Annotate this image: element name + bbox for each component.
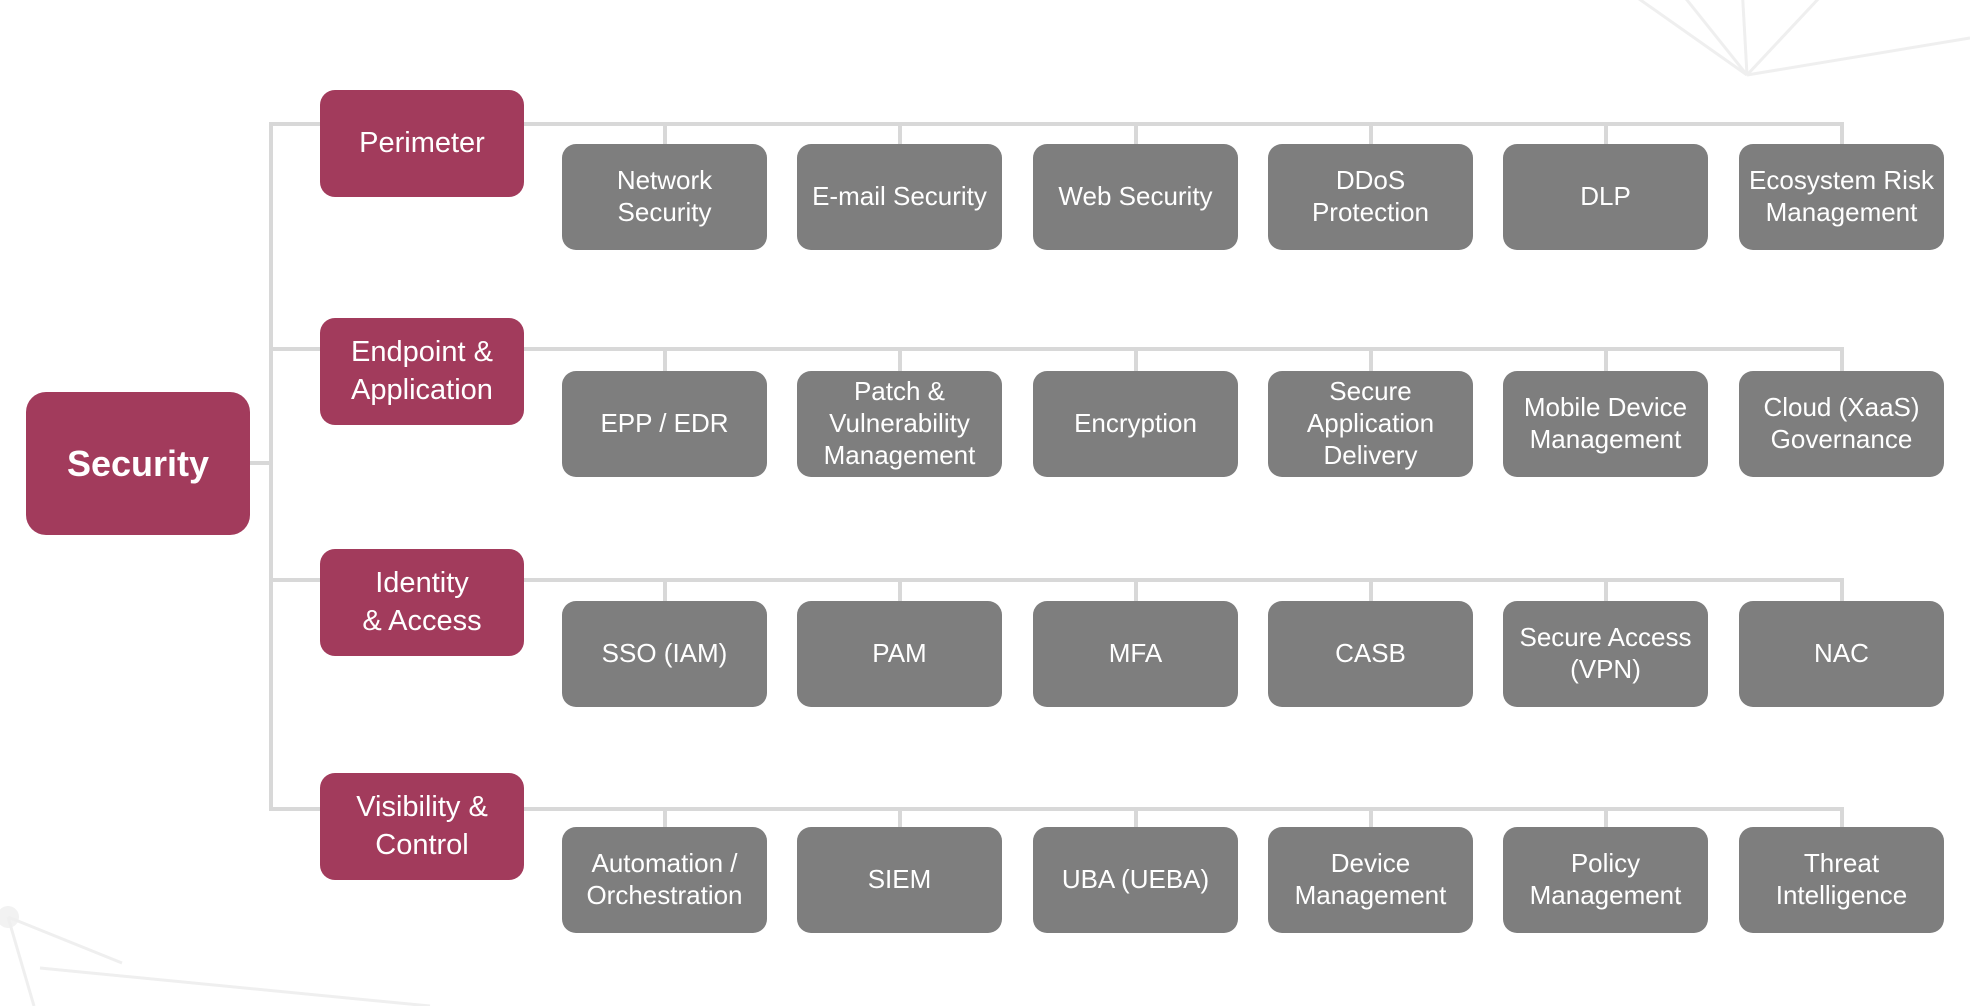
child-stub-connector [898, 122, 902, 144]
row-connector [269, 578, 1844, 582]
child-node: EPP / EDR [562, 371, 767, 477]
child-node: UBA (UEBA) [1033, 827, 1238, 933]
child-node: DDoS Protection [1268, 144, 1473, 250]
ornament-top-right-rays [1637, 0, 1970, 77]
child-node: Policy Management [1503, 827, 1708, 933]
child-stub-connector [1840, 807, 1844, 827]
child-node-label: Cloud (XaaS) Governance [1763, 392, 1920, 454]
child-node-label: NAC [1814, 638, 1869, 669]
child-node: Secure Application Delivery [1268, 371, 1473, 477]
child-node-label: UBA (UEBA) [1061, 864, 1210, 895]
child-stub-connector [1604, 807, 1608, 827]
child-stub-connector [1369, 578, 1373, 601]
child-node: Cloud (XaaS) Governance [1739, 371, 1944, 477]
category-node: Visibility & Control [320, 773, 524, 880]
child-stub-connector [663, 807, 667, 827]
child-node-label: DDoS Protection [1311, 165, 1430, 227]
child-stub-connector [663, 578, 667, 601]
root-node-label: Security [66, 442, 210, 484]
child-node: Automation / Orchestration [562, 827, 767, 933]
trunk-connector [269, 122, 273, 811]
child-node-label: Network Security [616, 165, 713, 227]
child-node: Ecosystem Risk Management [1739, 144, 1944, 250]
child-stub-connector [1604, 122, 1608, 144]
child-stub-connector [1134, 122, 1138, 144]
child-node-label: Device Management [1294, 848, 1447, 910]
child-stub-connector [1369, 807, 1373, 827]
child-node-label: DLP [1580, 181, 1631, 212]
category-node-label: Identity & Access [362, 566, 482, 637]
child-stub-connector [1604, 347, 1608, 371]
category-node: Perimeter [320, 90, 524, 197]
child-node-label: EPP / EDR [600, 408, 729, 439]
child-stub-connector [1369, 122, 1373, 144]
child-node-label: SSO (IAM) [601, 638, 728, 669]
child-stub-connector [1134, 347, 1138, 371]
child-node-label: Threat Intelligence [1775, 848, 1908, 910]
child-node-label: PAM [872, 638, 927, 669]
child-node: Mobile Device Management [1503, 371, 1708, 477]
child-stub-connector [1134, 807, 1138, 827]
child-stub-connector [1840, 122, 1844, 144]
row-connector [269, 122, 1844, 126]
child-node-label: Secure Application Delivery [1306, 376, 1435, 470]
root-connector [250, 461, 273, 465]
child-node: CASB [1268, 601, 1473, 707]
child-node-label: Patch & Vulnerability Management [823, 376, 976, 470]
child-node-label: Mobile Device Management [1523, 392, 1688, 454]
child-stub-connector [1369, 347, 1373, 371]
child-node-label: Policy Management [1529, 848, 1682, 910]
child-node: Web Security [1033, 144, 1238, 250]
child-node-label: Automation / Orchestration [586, 848, 743, 910]
child-stub-connector [1604, 578, 1608, 601]
child-node: DLP [1503, 144, 1708, 250]
child-node-label: CASB [1335, 638, 1406, 669]
child-stub-connector [1840, 347, 1844, 371]
child-node-label: SIEM [867, 864, 932, 895]
child-stub-connector [1840, 578, 1844, 601]
child-stub-connector [898, 347, 902, 371]
child-node: Secure Access (VPN) [1503, 601, 1708, 707]
child-stub-connector [663, 347, 667, 371]
child-stub-connector [898, 807, 902, 827]
child-node: SIEM [797, 827, 1002, 933]
child-node: PAM [797, 601, 1002, 707]
child-stub-connector [898, 578, 902, 601]
child-node: MFA [1033, 601, 1238, 707]
child-node: SSO (IAM) [562, 601, 767, 707]
category-node: Endpoint & Application [320, 318, 524, 425]
child-node-label: E-mail Security [812, 181, 987, 212]
child-node: E-mail Security [797, 144, 1002, 250]
row-connector [269, 347, 1844, 351]
child-node: Patch & Vulnerability Management [797, 371, 1002, 477]
child-node-label: Encryption [1074, 408, 1197, 439]
child-stub-connector [1134, 578, 1138, 601]
category-node: Identity & Access [320, 549, 524, 656]
ornament-node-dot [0, 906, 19, 928]
root-node-security: Security [26, 392, 250, 535]
child-node-label: Web Security [1058, 181, 1213, 212]
child-node: Encryption [1033, 371, 1238, 477]
child-node-label: Secure Access (VPN) [1519, 622, 1692, 684]
child-node: NAC [1739, 601, 1944, 707]
child-node-label: MFA [1108, 638, 1163, 669]
ornament-bottom-left-rays [0, 906, 431, 1006]
child-node: Device Management [1268, 827, 1473, 933]
child-node: Threat Intelligence [1739, 827, 1944, 933]
category-node-label: Visibility & Control [356, 790, 488, 861]
child-node: Network Security [562, 144, 767, 250]
category-node-label: Perimeter [359, 126, 485, 159]
child-node-label: Ecosystem Risk Management [1749, 165, 1934, 227]
category-node-label: Endpoint & Application [351, 335, 493, 406]
child-stub-connector [663, 122, 667, 144]
row-connector [269, 807, 1844, 811]
